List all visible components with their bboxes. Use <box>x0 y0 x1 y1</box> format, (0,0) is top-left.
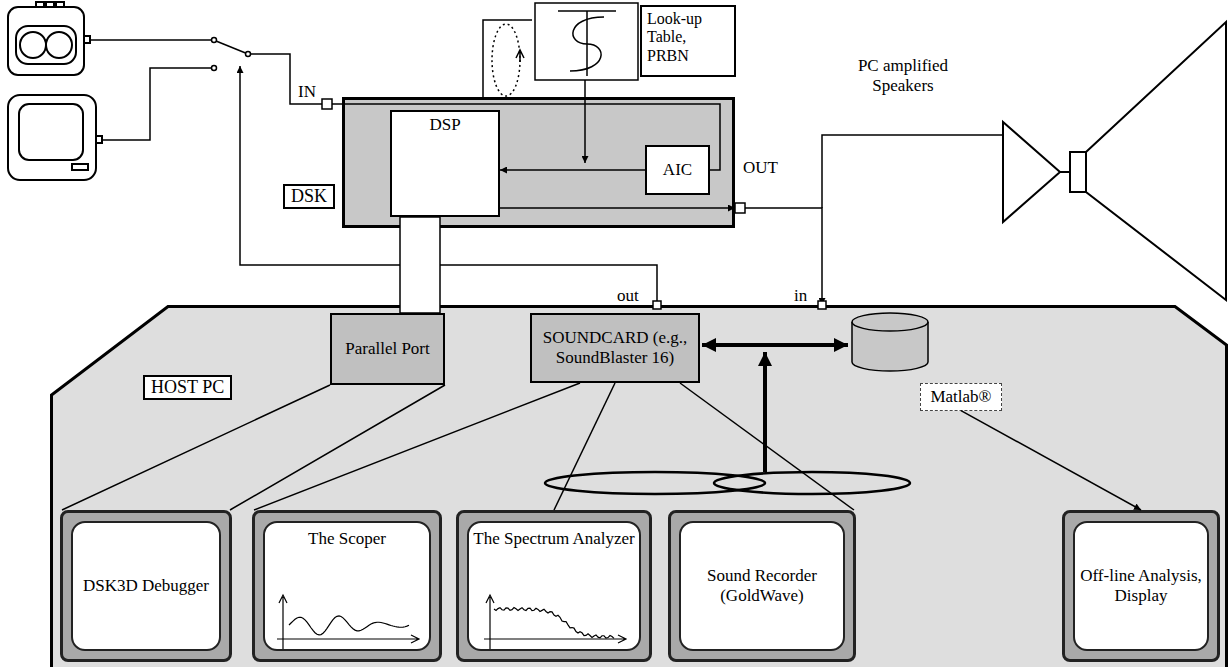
connector-line <box>62 385 445 510</box>
spectrum-icon <box>482 591 632 651</box>
speaker-icon <box>1003 22 1226 300</box>
soundcard-box: SOUNDCARD (e.g., SoundBlaster 16) <box>530 313 700 383</box>
data-arrow <box>702 343 848 347</box>
host-pc-region: HOST PC Parallel Port SOUNDCARD (e.g., Sou… <box>50 305 1228 667</box>
port-label: IN <box>298 82 316 102</box>
recorder-ellipse <box>714 472 910 494</box>
box-label: Matlab® <box>924 384 997 410</box>
data-arrow <box>763 352 767 472</box>
connector-line <box>254 383 580 510</box>
label-holder: in <box>794 286 807 306</box>
port-box: Parallel Port <box>330 313 445 385</box>
connector-line <box>680 383 854 510</box>
box-label: The Scoper <box>294 513 400 559</box>
dsp-out-wire <box>500 207 735 209</box>
switch-contact <box>212 66 217 71</box>
switch-contact <box>212 38 217 43</box>
screen-window: The Scoper <box>252 510 442 662</box>
box-label: The Spectrum Analyzer <box>459 513 648 559</box>
out-port <box>735 203 745 213</box>
out-wire <box>745 208 822 305</box>
soundcard-out-port <box>653 301 661 309</box>
port-label: OUT <box>743 158 778 178</box>
cable-connector <box>400 217 440 313</box>
sine-table-icon <box>535 3 638 80</box>
port-label: in <box>794 286 807 306</box>
box-label: Look-up Table, PRBN <box>642 7 734 68</box>
box-label: Parallel Port <box>339 336 436 362</box>
in-wire <box>332 104 720 170</box>
in-port <box>322 99 332 109</box>
switch-out-wire <box>248 54 322 104</box>
screen-window: DSK3D Debugger <box>60 510 232 662</box>
switch-lever <box>216 41 248 54</box>
box-label: DSK3D Debugger <box>69 566 223 606</box>
device-label: PC amplified Speakers <box>838 56 968 95</box>
connector-line <box>961 411 1141 510</box>
screen-window: Off-line Analysis, Display <box>1062 510 1220 662</box>
control-wire <box>240 66 657 305</box>
region-heading: HOST PC <box>143 375 232 400</box>
dsp-chip: DSP <box>390 110 500 217</box>
recorder-ellipse <box>545 472 765 494</box>
box-label: Off-line Analysis, Display <box>1065 556 1217 615</box>
table-arrow <box>584 80 586 163</box>
software-box: Matlab® <box>920 383 1002 411</box>
soundcard-in-port <box>818 301 826 309</box>
box-label: AIC <box>657 157 698 183</box>
connector-line <box>500 169 645 171</box>
disk-icon <box>852 313 928 371</box>
label-holder: IN <box>298 82 316 102</box>
tape-wire <box>90 39 214 41</box>
label-holder: out <box>617 286 639 306</box>
screen-window: The Spectrum Analyzer <box>456 510 652 662</box>
aic-chip: AIC <box>645 145 710 195</box>
lookup-box: Look-up Table, PRBN <box>640 5 736 77</box>
rotation-icon <box>483 20 532 100</box>
switch-contact <box>246 52 251 57</box>
box-label: DSP <box>423 112 466 138</box>
label-holder: OUT <box>743 158 778 178</box>
tape-deck-icon <box>8 2 90 75</box>
box-label: Sound Recorder (GoldWave) <box>671 556 853 615</box>
screen-window: Sound Recorder (GoldWave) <box>668 510 856 662</box>
connector-line <box>554 383 615 510</box>
speaker-wire <box>822 135 1003 208</box>
waveform-icon <box>275 591 425 651</box>
monitor-icon <box>8 95 102 180</box>
box-label: SOUNDCARD (e.g., SoundBlaster 16) <box>532 325 698 370</box>
region-heading: DSK <box>283 184 335 209</box>
port-label: out <box>617 286 639 306</box>
monitor-wire <box>102 68 214 140</box>
label-holder: PC amplified Speakers <box>838 56 968 95</box>
